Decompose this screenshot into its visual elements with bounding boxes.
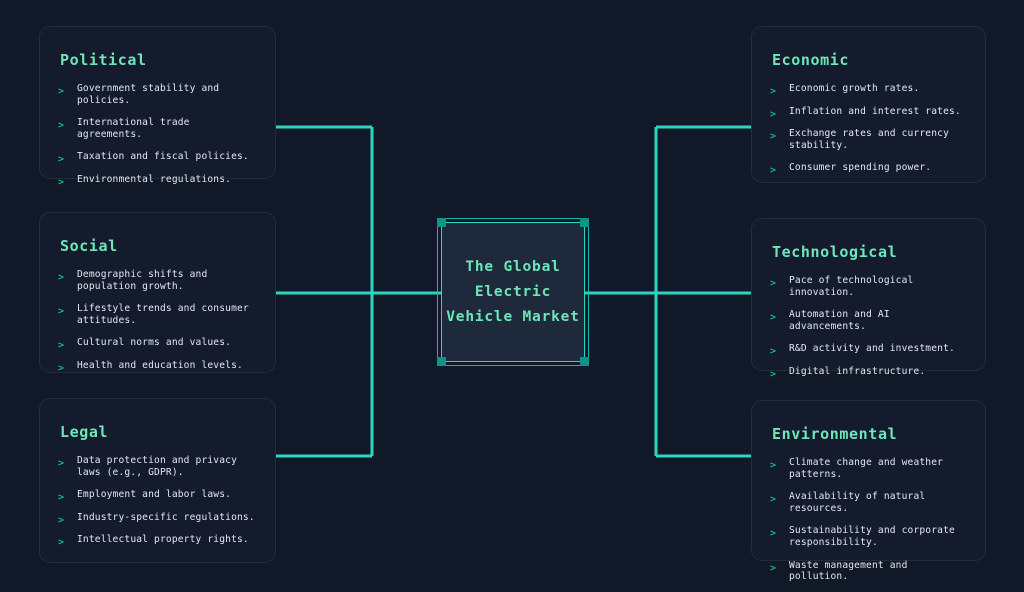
list-item: > Waste management and pollution. — [768, 560, 967, 583]
list-item: > Inflation and interest rates. — [768, 105, 967, 120]
chevron-right-icon: > — [770, 131, 777, 143]
chevron-right-icon: > — [58, 514, 65, 526]
card-title-technological: Technological — [772, 243, 898, 261]
chevron-right-icon: > — [770, 528, 777, 540]
list-item-text: Automation and AI advancements. — [789, 309, 890, 332]
chevron-right-icon: > — [770, 108, 777, 120]
card-items-technological: > Pace of technological innovation. > Auto… — [768, 275, 967, 380]
list-item-text: Sustainability and corporate responsibil… — [789, 525, 955, 548]
list-item: > Digital infrastructure. — [768, 365, 967, 380]
list-item-text: Availability of natural resources. — [789, 491, 926, 514]
list-item: > Industry-specific regulations. — [56, 511, 257, 526]
list-item-text: Demographic shifts and population growth… — [77, 269, 208, 292]
chevron-right-icon: > — [58, 537, 65, 549]
branch-card-political[interactable]: Political > Government stability and poli… — [39, 26, 276, 187]
list-item-text: Government stability and policies. — [77, 83, 220, 106]
list-item-text: Intellectual property rights. — [77, 534, 249, 546]
chevron-right-icon: > — [770, 346, 777, 358]
card-items-economic: > Economic growth rates. > Inflation and i… — [768, 83, 967, 177]
chevron-right-icon: > — [770, 562, 777, 574]
chevron-right-icon: > — [770, 165, 777, 177]
list-item: > Pace of technological innovation. — [768, 275, 967, 298]
list-item: > International trade agreements. — [56, 117, 257, 140]
list-item: > Consumer spending power. — [768, 162, 967, 177]
chevron-right-icon: > — [58, 176, 65, 188]
list-item: > Intellectual property rights. — [56, 534, 257, 549]
list-item-text: Lifestyle trends and consumer attitudes. — [77, 303, 249, 326]
list-item: > Sustainability and corporate responsibi… — [768, 525, 967, 548]
list-item: > Automation and AI advancements. — [768, 309, 967, 332]
card-title-legal: Legal — [60, 423, 109, 441]
branch-card-environmental[interactable]: Environmental > Climate change and weathe… — [751, 400, 986, 582]
chevron-right-icon: > — [58, 86, 65, 97]
chevron-right-icon: > — [770, 494, 777, 506]
list-item-text: Consumer spending power. — [789, 162, 932, 174]
card-title-environmental: Environmental — [772, 425, 898, 443]
chevron-right-icon: > — [58, 492, 65, 504]
resize-handle-top-right[interactable] — [580, 218, 589, 227]
list-item: > Employment and labor laws. — [56, 489, 257, 504]
branch-card-economic[interactable]: Economic > Economic growth rates. > Inflat… — [751, 26, 986, 183]
chevron-right-icon: > — [770, 312, 777, 324]
list-item: > Cultural norms and values. — [56, 337, 257, 352]
list-item-text: Pace of technological innovation. — [789, 275, 914, 298]
branch-card-social[interactable]: Social > Demographic shifts and populatio… — [39, 212, 276, 373]
list-item-text: Employment and labor laws. — [77, 489, 232, 501]
card-items-political: > Government stability and policies. > Int… — [56, 83, 257, 188]
list-item-text: Environmental regulations. — [77, 173, 232, 185]
chevron-right-icon: > — [770, 460, 777, 471]
list-item: > Economic growth rates. — [768, 83, 967, 97]
chevron-right-icon: > — [58, 306, 65, 318]
list-item-text: Economic growth rates. — [789, 83, 920, 94]
list-item-text: Data protection and privacy laws (e.g., … — [77, 455, 237, 478]
card-title-social: Social — [60, 237, 118, 255]
resize-handle-bottom-left[interactable] — [437, 357, 446, 366]
chevron-right-icon: > — [58, 362, 65, 374]
chevron-right-icon: > — [58, 154, 65, 166]
center-node[interactable]: The Global Electric Vehicle Market — [441, 222, 585, 362]
list-item: > R&D activity and investment. — [768, 343, 967, 358]
branch-card-legal[interactable]: Legal > Data protection and privacy laws … — [39, 398, 276, 563]
list-item-text: Exchange rates and currency stability. — [789, 128, 949, 151]
list-item-text: Inflation and interest rates. — [789, 105, 961, 117]
list-item-text: Health and education levels. — [77, 359, 243, 371]
list-item-text: Climate change and weather patterns. — [789, 457, 944, 480]
list-item: > Climate change and weather patterns. — [768, 457, 967, 480]
list-item-text: Digital infrastructure. — [789, 365, 926, 377]
list-item-text: R&D activity and investment. — [789, 343, 955, 355]
list-item-text: Cultural norms and values. — [77, 337, 232, 349]
card-title-economic: Economic — [772, 51, 850, 69]
list-item: > Health and education levels. — [56, 359, 257, 374]
list-item: > Taxation and fiscal policies. — [56, 151, 257, 166]
list-item: > Environmental regulations. — [56, 173, 257, 188]
card-items-social: > Demographic shifts and population growt… — [56, 269, 257, 374]
list-item-text: Taxation and fiscal policies. — [77, 151, 249, 163]
chevron-right-icon: > — [58, 272, 65, 283]
list-item-text: Waste management and pollution. — [789, 559, 908, 583]
list-item: > Availability of natural resources. — [768, 491, 967, 514]
chevron-right-icon: > — [770, 278, 777, 289]
card-items-legal: > Data protection and privacy laws (e.g.,… — [56, 455, 257, 549]
chevron-right-icon: > — [770, 86, 777, 97]
chevron-right-icon: > — [770, 368, 777, 380]
list-item: > Exchange rates and currency stability. — [768, 128, 967, 151]
card-items-environmental: > Climate change and weather patterns. > A… — [768, 457, 967, 583]
list-item: > Data protection and privacy laws (e.g.,… — [56, 455, 257, 478]
list-item: > Demographic shifts and population growt… — [56, 269, 257, 292]
center-node-label: The Global Electric Vehicle Market — [446, 258, 580, 325]
list-item: > Government stability and policies. — [56, 83, 257, 106]
card-title-political: Political — [60, 51, 147, 69]
branch-card-technological[interactable]: Technological > Pace of technological inn… — [751, 218, 986, 379]
chevron-right-icon: > — [58, 120, 65, 132]
chevron-right-icon: > — [58, 458, 65, 469]
resize-handle-top-left[interactable] — [437, 218, 446, 227]
list-item-text: International trade agreements. — [77, 117, 190, 140]
chevron-right-icon: > — [58, 340, 65, 352]
list-item: > Lifestyle trends and consumer attitudes… — [56, 303, 257, 326]
resize-handle-bottom-right[interactable] — [580, 357, 589, 366]
list-item-text: Industry-specific regulations. — [77, 511, 255, 523]
